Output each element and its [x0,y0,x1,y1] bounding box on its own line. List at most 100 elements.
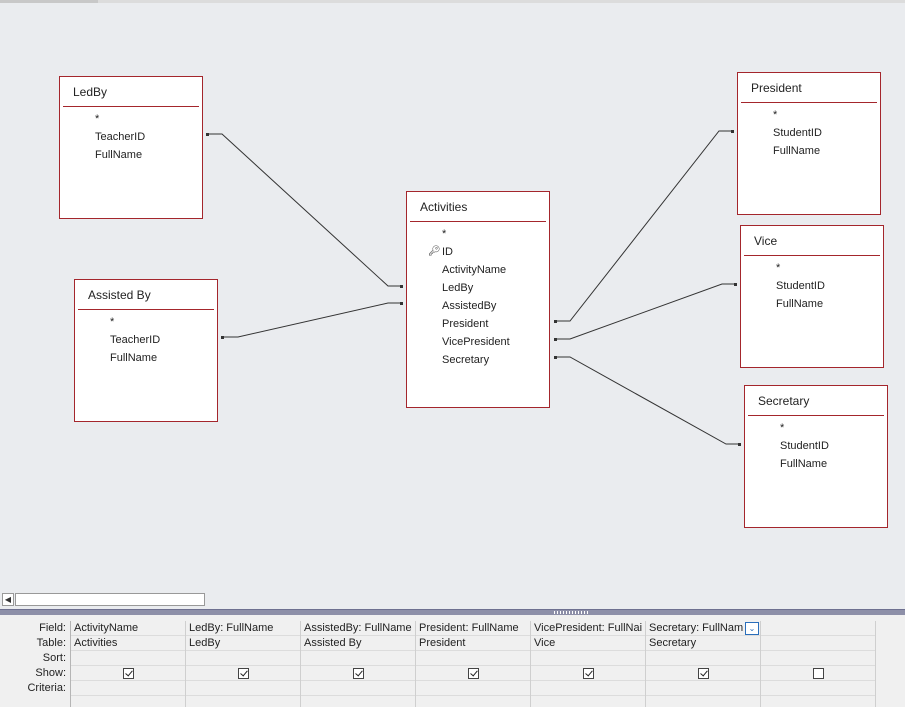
table-vice[interactable]: Vice * StudentID FullName [740,225,884,368]
top-strip [0,0,905,3]
sort-cell[interactable] [761,651,875,666]
field-cell[interactable]: Secretary: FullNam [646,621,760,636]
pane-splitter[interactable] [0,609,905,615]
show-checkbox[interactable] [582,668,594,679]
show-checkbox[interactable] [467,668,479,679]
field-ledby[interactable]: LedBy [442,282,474,294]
grid-column [761,621,876,707]
field-cell[interactable]: AssistedBy: FullName [301,621,415,636]
row-label-criteria: Criteria: [27,682,66,694]
table-assisted-by[interactable]: Assisted By * TeacherID FullName [74,279,218,422]
field-studentid[interactable]: StudentID [776,280,825,292]
sort-cell[interactable] [646,651,760,666]
criteria-cell[interactable] [646,681,760,696]
criteria-cell[interactable] [71,681,185,696]
field-all[interactable]: * [776,262,781,274]
dropdown-arrow-icon[interactable]: ⌄ [745,622,759,635]
table-activities[interactable]: Activities * 🔑︎ID ActivityName LedBy Ass… [406,191,550,408]
field-teacherid[interactable]: TeacherID [95,131,146,143]
field-fullname[interactable]: FullName [110,352,158,364]
grid-column: Secretary: FullNam⌄Secretary [646,621,761,707]
table-cell[interactable]: President [416,636,530,651]
show-cell [186,666,300,681]
field-all[interactable]: * [95,113,100,125]
field-vicepresident[interactable]: VicePresident [442,336,510,348]
show-cell [531,666,645,681]
field-studentid[interactable]: StudentID [780,440,829,452]
row-label-sort: Sort: [42,652,66,664]
table-cell[interactable]: Vice [531,636,645,651]
criteria-cell[interactable] [301,681,415,696]
field-studentid[interactable]: StudentID [773,127,822,139]
scroll-thumb[interactable] [15,593,205,606]
show-checkbox[interactable] [812,668,824,679]
field-cell[interactable]: ActivityName [71,621,185,636]
field-cell[interactable] [761,621,875,636]
table-cell[interactable]: Secretary [646,636,760,651]
field-president[interactable]: President [442,318,489,330]
field-activityname[interactable]: ActivityName [442,264,507,276]
show-checkbox[interactable] [352,668,364,679]
join-ledby [208,133,401,287]
relationship-canvas[interactable]: LedBy * TeacherID FullName Assisted By *… [0,3,905,591]
sort-cell[interactable] [71,651,185,666]
show-checkbox[interactable] [237,668,249,679]
field-all[interactable]: * [780,422,785,434]
row-label-field: Field: [39,622,66,634]
table-title: Assisted By [88,288,151,302]
table-cell[interactable]: LedBy [186,636,300,651]
table-cell[interactable]: Activities [71,636,185,651]
field-id[interactable]: 🔑︎ID [428,243,510,261]
show-checkbox[interactable] [697,668,709,679]
table-ledby[interactable]: LedBy * TeacherID FullName [59,76,203,219]
field-fullname[interactable]: FullName [95,149,143,161]
horizontal-scrollbar[interactable]: ◀ [0,591,905,609]
table-president[interactable]: President * StudentID FullName [737,72,881,215]
field-cell[interactable]: LedBy: FullName [186,621,300,636]
title-divider [741,102,877,103]
table-cell[interactable]: Assisted By [301,636,415,651]
field-secretary[interactable]: Secretary [442,354,490,366]
row-label-show: Show: [35,667,66,679]
row-label-table: Table: [36,637,66,649]
sort-cell[interactable] [301,651,415,666]
title-divider [78,309,214,310]
scroll-left-arrow-icon[interactable]: ◀ [2,593,14,606]
sort-cell[interactable] [416,651,530,666]
field-teacherid[interactable]: TeacherID [110,334,161,346]
title-divider [748,415,884,416]
sort-cell[interactable] [531,651,645,666]
show-cell [416,666,530,681]
field-cell[interactable]: President: FullName [416,621,530,636]
field-fullname[interactable]: FullName [776,298,824,310]
field-assistedby[interactable]: AssistedBy [442,300,497,312]
show-cell [301,666,415,681]
title-divider [744,255,880,256]
table-title: President [751,81,802,95]
show-checkbox[interactable] [122,668,134,679]
table-cell[interactable] [761,636,875,651]
show-cell [646,666,760,681]
primary-key-icon: 🔑︎ [428,246,441,257]
active-tab-indicator [0,0,98,3]
table-title: Secretary [758,394,810,408]
criteria-cell[interactable] [186,681,300,696]
join-president [556,130,732,322]
table-secretary[interactable]: Secretary * StudentID FullName [744,385,888,528]
field-fullname[interactable]: FullName [780,458,828,470]
field-all[interactable]: * [773,109,778,121]
table-title: Activities [420,200,468,214]
field-cell[interactable]: VicePresident: FullNai [531,621,645,636]
criteria-cell[interactable] [761,681,875,696]
sort-cell[interactable] [186,651,300,666]
criteria-cell[interactable] [416,681,530,696]
criteria-cell[interactable] [531,681,645,696]
field-fullname[interactable]: FullName [773,145,821,157]
field-all[interactable]: * [110,316,115,328]
field-all[interactable]: * [442,228,447,240]
splitter-grip-icon[interactable] [554,611,590,614]
join-vice [556,283,735,340]
